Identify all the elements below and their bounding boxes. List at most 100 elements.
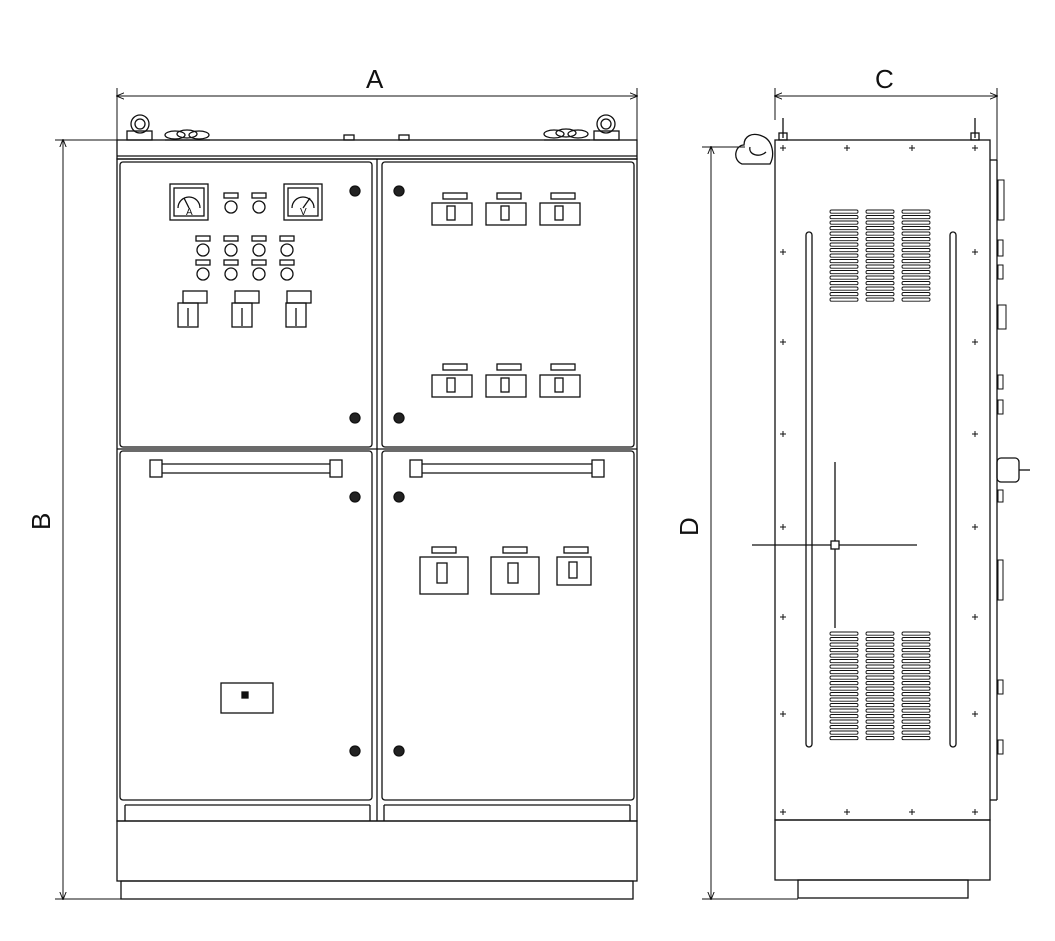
side-door-handle [996, 457, 1030, 483]
side-panel-screws [780, 145, 978, 815]
edge-component [997, 239, 1004, 257]
edge-component [997, 304, 1007, 330]
vent-slot [829, 730, 859, 735]
vent-slot [901, 681, 931, 686]
vent-slot [865, 703, 895, 708]
screw-icon [909, 809, 915, 815]
vent-slot [829, 231, 859, 236]
vent-slot [829, 637, 859, 642]
screw-icon [780, 711, 786, 717]
door-top-right [381, 161, 635, 448]
vent-slot [829, 275, 859, 280]
circuit-breaker-icon [419, 546, 592, 595]
vent-slot [829, 703, 859, 708]
side-edge-hardware [997, 179, 1007, 755]
vent-slot [865, 220, 895, 225]
voltmeter [283, 183, 323, 221]
vent-slot [829, 253, 859, 258]
vent-slot [901, 226, 931, 231]
circuit-breaker-icon [431, 363, 581, 398]
meter-labels: A V [186, 207, 307, 218]
door-bottom-right [381, 450, 635, 801]
vent-slot [901, 736, 931, 741]
top-cable-gland [398, 134, 410, 141]
vent-slot [901, 297, 931, 302]
vent-slot [865, 670, 895, 675]
vent-slot [901, 286, 931, 291]
vent-slot [865, 286, 895, 291]
vent-slot [901, 648, 931, 653]
vent-slot [901, 692, 931, 697]
vent-slot [829, 248, 859, 253]
vent-slot [901, 714, 931, 719]
screw-icon [972, 614, 978, 620]
side-plinth-base [797, 879, 969, 899]
vent-slot [865, 237, 895, 242]
dimension-lines [55, 88, 997, 899]
vent-slot [829, 708, 859, 713]
vent-slot [865, 697, 895, 702]
circuit-breaker-icon [431, 192, 581, 226]
vent-slot [865, 209, 895, 214]
vent-slot [829, 725, 859, 730]
dimension-a-label: A [366, 64, 384, 94]
screw-icon [780, 614, 786, 620]
vent-slot [865, 648, 895, 653]
vent-slot [901, 631, 931, 636]
rotary-selector-icon [177, 290, 312, 328]
vent-slot [829, 648, 859, 653]
vent-slot [901, 248, 931, 253]
vent-slot [901, 259, 931, 264]
vent-slot [865, 659, 895, 664]
vent-slot [829, 297, 859, 302]
vent-slot [865, 270, 895, 275]
vent-slot [901, 275, 931, 280]
door-handle [149, 459, 343, 478]
vent-slot [829, 286, 859, 291]
vent-slot [901, 292, 931, 297]
vent-slot [865, 292, 895, 297]
edge-component [997, 264, 1004, 280]
screw-icon [972, 711, 978, 717]
vent-slot [901, 264, 931, 269]
vent-slot [865, 675, 895, 680]
door-lock-icon [349, 185, 405, 757]
dimension-labels: A C B D [26, 64, 894, 536]
vent-slot [829, 675, 859, 680]
edge-component [997, 559, 1004, 601]
side-slot [805, 231, 813, 748]
vent-slot [901, 231, 931, 236]
vent-slot [865, 692, 895, 697]
door-handle [409, 459, 605, 478]
vent-slot [865, 275, 895, 280]
vent-slot [865, 686, 895, 691]
vent-slot [829, 270, 859, 275]
vent-slot [829, 697, 859, 702]
vent-slot [865, 714, 895, 719]
vent-slot [865, 242, 895, 247]
vent-slot [901, 237, 931, 242]
edge-component [997, 489, 1004, 503]
vent-slot [901, 664, 931, 669]
vent-slot [901, 642, 931, 647]
vent-slot [865, 226, 895, 231]
vent-slot [829, 670, 859, 675]
door-bottom-left [119, 450, 373, 801]
screw-icon [844, 809, 850, 815]
vent-slot [829, 692, 859, 697]
vent-slot [901, 253, 931, 258]
screw-icon [909, 145, 915, 151]
vent-slot [901, 670, 931, 675]
vent-slot [865, 215, 895, 220]
vent-slot [865, 725, 895, 730]
side-plinth [774, 819, 991, 881]
vent-slot [901, 209, 931, 214]
vent-slot [829, 220, 859, 225]
vent-slot [829, 209, 859, 214]
ammeter [169, 183, 209, 221]
vent-slot [829, 653, 859, 658]
inspection-window [220, 682, 274, 714]
vent-slot [829, 659, 859, 664]
vent-slot [829, 281, 859, 286]
edge-component [997, 739, 1004, 755]
